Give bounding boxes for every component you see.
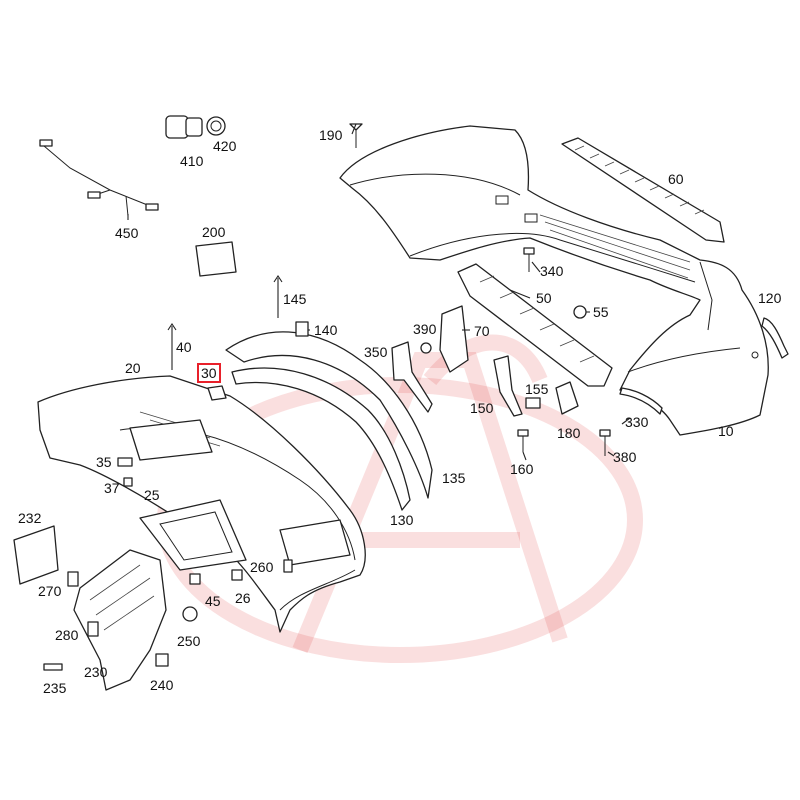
label-130: 130 — [390, 512, 414, 528]
label-380: 380 — [613, 449, 637, 465]
label-26: 26 — [235, 590, 251, 606]
trim-strip-part-60[interactable] — [561, 137, 725, 243]
label-240: 240 — [150, 677, 174, 693]
label-260: 260 — [250, 559, 274, 575]
label-50: 50 — [536, 290, 552, 306]
clip-part-270[interactable] — [67, 571, 79, 587]
bracket-part-230[interactable] — [73, 549, 167, 691]
screw-part-37[interactable] — [123, 477, 133, 487]
arrow-part-40 — [167, 323, 177, 370]
label-45: 45 — [205, 593, 221, 609]
bracket-part-70[interactable] — [439, 305, 469, 373]
nut-part-55[interactable] — [573, 305, 587, 319]
clip-part-26[interactable] — [231, 569, 243, 581]
clip-part-235[interactable] — [43, 663, 63, 671]
plate-part-232[interactable] — [13, 525, 59, 585]
label-200: 200 — [202, 224, 226, 240]
screw-part-260[interactable] — [283, 559, 293, 573]
label-160: 160 — [510, 461, 534, 477]
label-450: 450 — [115, 225, 139, 241]
highlight-box — [197, 363, 221, 383]
label-180: 180 — [557, 425, 581, 441]
under-tray-part-25[interactable] — [139, 499, 247, 571]
label-350: 350 — [364, 344, 388, 360]
label-20: 20 — [125, 360, 141, 376]
label-145: 145 — [283, 291, 307, 307]
leader-lines — [127, 123, 631, 461]
label-280: 280 — [55, 627, 79, 643]
label-340: 340 — [540, 263, 564, 279]
screw-part-160[interactable] — [517, 429, 529, 452]
grommet-part-390[interactable] — [420, 342, 432, 354]
label-35: 35 — [96, 454, 112, 470]
cover-part-200[interactable] — [195, 241, 237, 277]
arrow-part-145 — [273, 275, 283, 318]
screw-part-340[interactable] — [523, 247, 535, 272]
clip-part-30[interactable] — [207, 385, 227, 401]
label-235: 235 — [43, 680, 67, 696]
wiring-harness-part-450[interactable] — [39, 139, 159, 217]
bracket-part-150[interactable] — [493, 355, 523, 417]
label-37: 37 — [104, 480, 120, 496]
label-140: 140 — [314, 322, 338, 338]
side-bracket-part-120[interactable] — [761, 317, 789, 359]
nut-part-240[interactable] — [155, 653, 169, 667]
screw-part-45[interactable] — [189, 573, 201, 585]
bracket-part-180[interactable] — [555, 381, 579, 415]
label-10: 10 — [718, 423, 734, 439]
label-60: 60 — [668, 171, 684, 187]
label-250: 250 — [177, 633, 201, 649]
screw-part-280[interactable] — [87, 621, 99, 637]
label-420: 420 — [213, 138, 237, 154]
label-150: 150 — [470, 400, 494, 416]
bumper-cover-part-10[interactable] — [339, 125, 769, 436]
label-70: 70 — [474, 323, 490, 339]
label-155: 155 — [525, 381, 549, 397]
part-labels: 10 20 25 26 30 35 37 40 45 50 55 60 70 1… — [18, 127, 782, 696]
label-135: 135 — [442, 470, 466, 486]
label-55: 55 — [593, 304, 609, 320]
center-trim-part-130[interactable] — [225, 331, 433, 511]
ring-part-420[interactable] — [206, 116, 226, 136]
label-232: 232 — [18, 510, 42, 526]
label-190: 190 — [319, 127, 343, 143]
label-390: 390 — [413, 321, 437, 337]
clip-part-35[interactable] — [117, 457, 133, 467]
nut-part-250[interactable] — [182, 606, 198, 622]
clip-part-140[interactable] — [295, 321, 309, 337]
screw-part-380[interactable] — [599, 429, 611, 456]
label-330: 330 — [625, 414, 649, 430]
label-270: 270 — [38, 583, 62, 599]
label-25: 25 — [144, 487, 160, 503]
clip-part-155[interactable] — [525, 397, 541, 409]
label-120: 120 — [758, 290, 782, 306]
sensor-part-410[interactable] — [165, 115, 203, 139]
label-230: 230 — [84, 664, 108, 680]
label-30: 30 — [201, 365, 217, 381]
label-410: 410 — [180, 153, 204, 169]
label-40: 40 — [176, 339, 192, 355]
bracket-part-350[interactable] — [391, 341, 433, 413]
push-pin-part-190[interactable] — [349, 123, 363, 148]
reflector-part-330[interactable] — [619, 387, 663, 415]
impact-absorber-part-50[interactable] — [457, 263, 613, 387]
